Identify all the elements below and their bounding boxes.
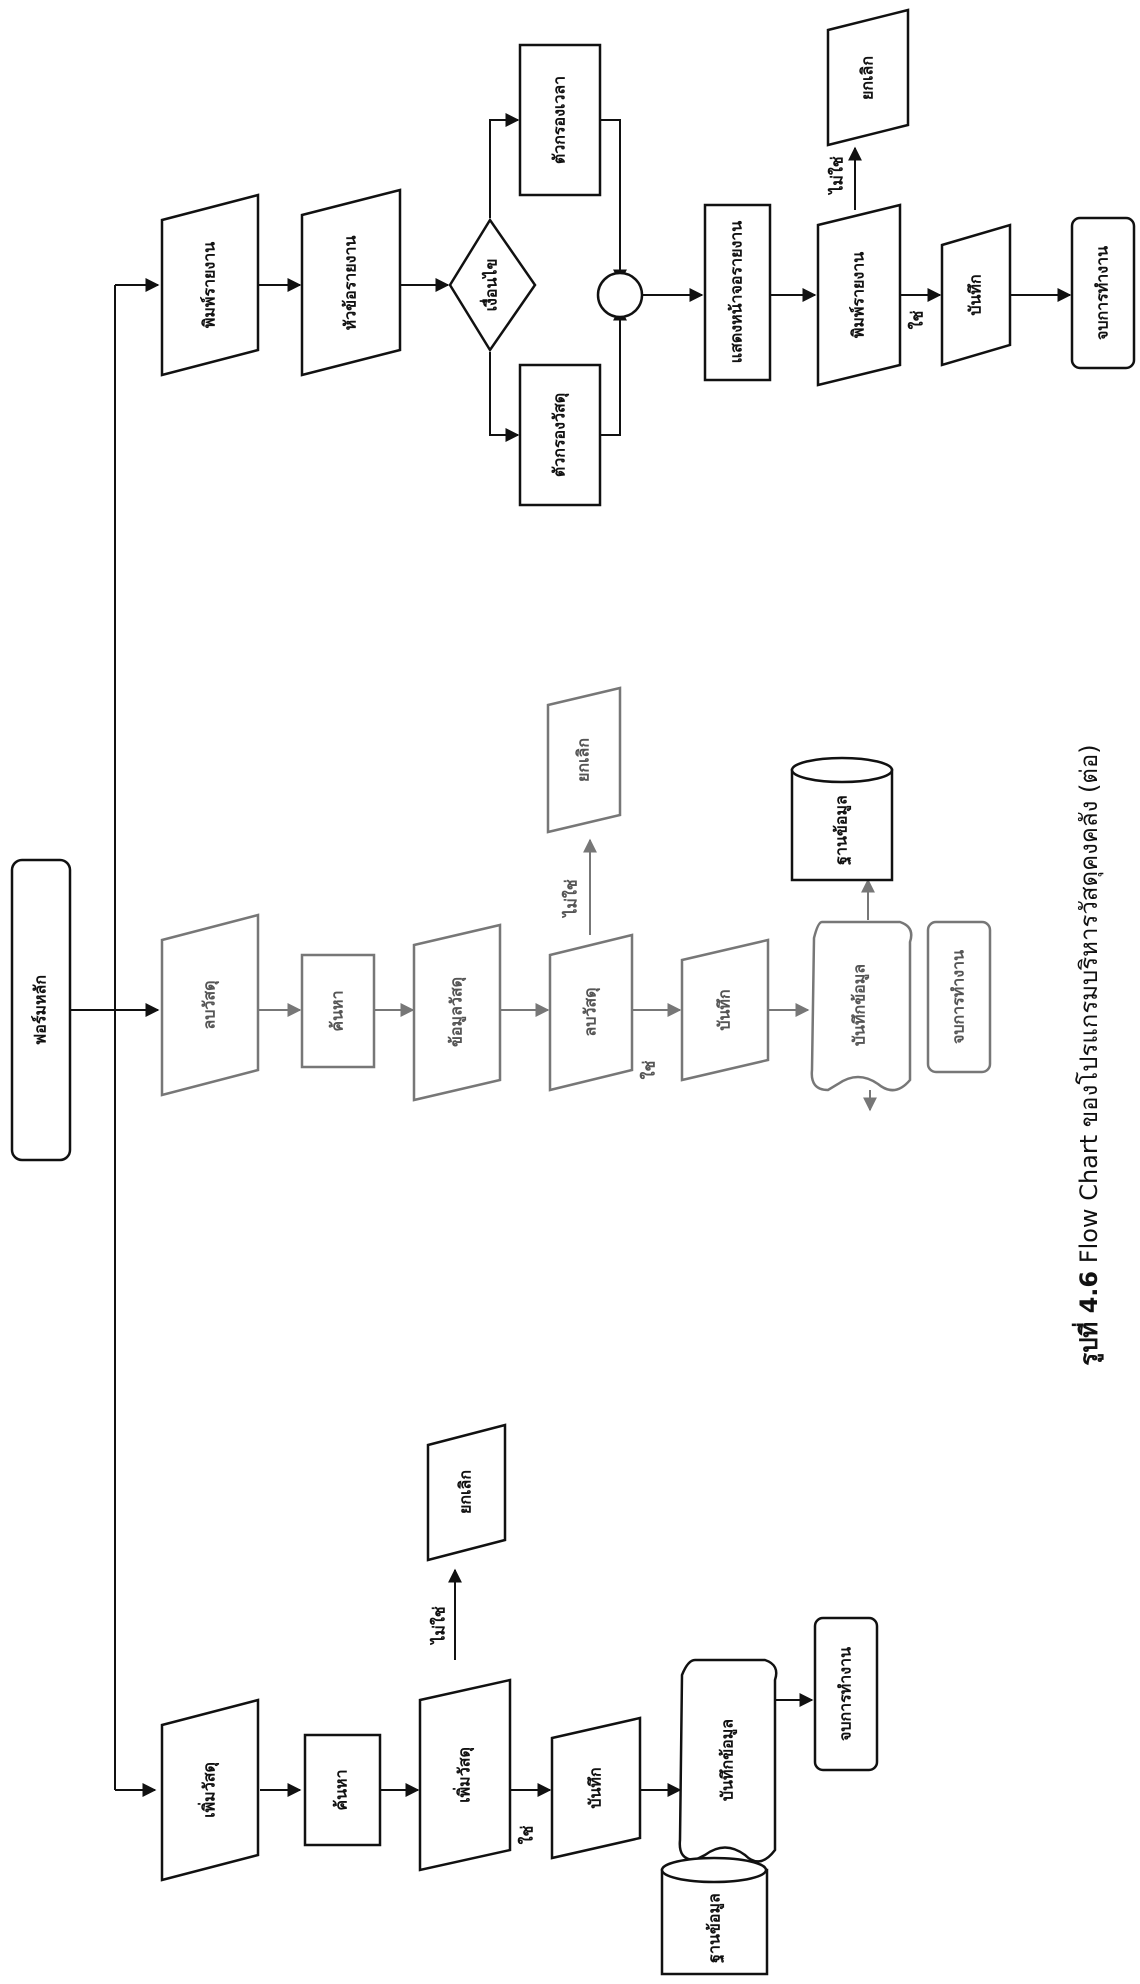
add-database-label: ฐานข้อมูล [705, 1893, 726, 1963]
delete-material-data-label: ข้อมูลวัสดุ [447, 977, 468, 1047]
add-branch: เพิ่มวัสดุ ค้นหา เพิ่มวัสดุ ไม่ใช่ ยกเลิ… [162, 1425, 877, 1974]
add-no-label: ไม่ใช่ [430, 1606, 449, 1645]
report-no-label: ไม่ใช่ [828, 156, 847, 195]
report-save-label: บันทึก [966, 274, 985, 315]
add-cancel-output: ยกเลิก [428, 1425, 505, 1560]
report-end-label: จบการทำงาน [1093, 246, 1112, 340]
report-show-screen-label: แสดงหน้าจอรายงาน [727, 221, 746, 363]
caption-line: รูปที่ 4.6 Flow Chart ของโปรแกรมบริหารวั… [1071, 744, 1104, 1365]
delete-decision-label: ลบวัสดุ [581, 987, 601, 1036]
caption-number: รูปที่ 4.6 [1071, 1271, 1104, 1366]
report-time-filter-process: ตัวกรองเวลา [520, 45, 600, 195]
connector-rep-cond-bottom [490, 352, 518, 435]
report-show-screen-process: แสดงหน้าจอรายงาน [705, 205, 770, 380]
add-yes-label: ใช่ [518, 1826, 537, 1845]
connector-rep-mat-merge [600, 308, 620, 435]
delete-cancel-label: ยกเลิก [574, 738, 593, 782]
delete-save-input: บันทึก [682, 940, 768, 1080]
delete-cancel-output: ยกเลิก [548, 688, 620, 832]
caption-text: Flow Chart ของโปรแกรมบริหารวัสดุคงคลัง (… [1075, 744, 1104, 1263]
report-print-decision-label: พิมพ์รายงาน [849, 252, 868, 338]
report-print-decision: พิมพ์รายงาน [818, 205, 900, 385]
delete-material-input: ลบวัสดุ [162, 915, 258, 1095]
add-save-data-label: บันทึกข้อมูล [718, 1719, 739, 1801]
add-save-data-storage: บันทึกข้อมูล [680, 1660, 776, 1861]
figure-caption: รูปที่ 4.6 Flow Chart ของโปรแกรมบริหารวั… [1071, 744, 1104, 1365]
delete-no-label: ไม่ใช่ [562, 879, 581, 918]
report-header-input: หัวข้อรายงาน [302, 190, 400, 375]
report-header-label: หัวข้อรายงาน [341, 236, 360, 331]
report-branch: พิมพ์รายงาน หัวข้อรายงาน เงื่อนไข ตัวกรอ… [162, 10, 1134, 505]
report-time-filter-label: ตัวกรองเวลา [550, 76, 569, 164]
add-save-input: บันทึก [552, 1718, 640, 1858]
report-condition-label: เงื่อนไข [480, 259, 501, 312]
delete-material-data-input: ข้อมูลวัสดุ [414, 925, 500, 1100]
add-material-decision: เพิ่มวัสดุ [420, 1680, 510, 1870]
add-save-label: บันทึก [586, 1767, 605, 1808]
add-end-label: จบการทำงาน [836, 1647, 855, 1741]
connector-rep-cond-top [490, 120, 518, 218]
delete-branch: ลบวัสดุ ค้นหา ข้อมูลวัสดุ ลบวัสดุ ไม่ใช่… [162, 688, 990, 1100]
main-form-node: ฟอร์มหลัก [12, 860, 70, 1160]
report-save-input: บันทึก [942, 225, 1010, 365]
caption-spacer [1075, 1263, 1103, 1271]
report-material-filter-process: ตัวกรองวัสดุ [520, 365, 600, 505]
add-database-cylinder: ฐานข้อมูล [662, 1858, 767, 1974]
report-cancel-output: ยกเลิก [828, 10, 908, 145]
report-merge-connector [598, 273, 642, 317]
add-material-label: เพิ่มวัสดุ [198, 1762, 220, 1818]
delete-yes-label: ใช่ [640, 1061, 659, 1080]
report-cancel-label: ยกเลิก [858, 56, 877, 100]
delete-search-label: ค้นหา [328, 990, 347, 1031]
main-form-label: ฟอร์มหลัก [31, 975, 50, 1045]
report-material-filter-label: ตัวกรองวัสดุ [550, 393, 570, 477]
delete-material-decision: ลบวัสดุ [550, 935, 632, 1090]
report-print-label: พิมพ์รายงาน [200, 242, 219, 328]
add-search-process: ค้นหา [305, 1735, 380, 1845]
delete-save-data-label: บันทึกข้อมูล [850, 964, 871, 1046]
delete-save-label: บันทึก [715, 989, 734, 1030]
delete-database-label: ฐานข้อมูล [832, 795, 853, 865]
add-material-input: เพิ่มวัสดุ [162, 1700, 258, 1880]
add-cancel-label: ยกเลิก [456, 1470, 475, 1514]
report-yes-label: ใช่ [908, 311, 927, 330]
add-search-label: ค้นหา [332, 1769, 351, 1810]
add-end-terminator: จบการทำงาน [815, 1618, 877, 1770]
delete-save-data-storage: บันทึกข้อมูล [812, 922, 911, 1090]
delete-search-process: ค้นหา [302, 955, 374, 1067]
delete-database-cylinder: ฐานข้อมูล [792, 758, 892, 880]
delete-end-label: จบการทำงาน [949, 950, 968, 1044]
report-end-terminator: จบการทำงาน [1072, 218, 1134, 368]
report-condition-decision: เงื่อนไข [450, 220, 535, 350]
connector-rep-time-merge [600, 120, 620, 282]
report-print-input: พิมพ์รายงาน [162, 195, 258, 375]
delete-end-terminator: จบการทำงาน [928, 922, 990, 1072]
add-decision-label: เพิ่มวัสดุ [453, 1747, 475, 1803]
delete-material-label: ลบวัสดุ [200, 980, 220, 1029]
